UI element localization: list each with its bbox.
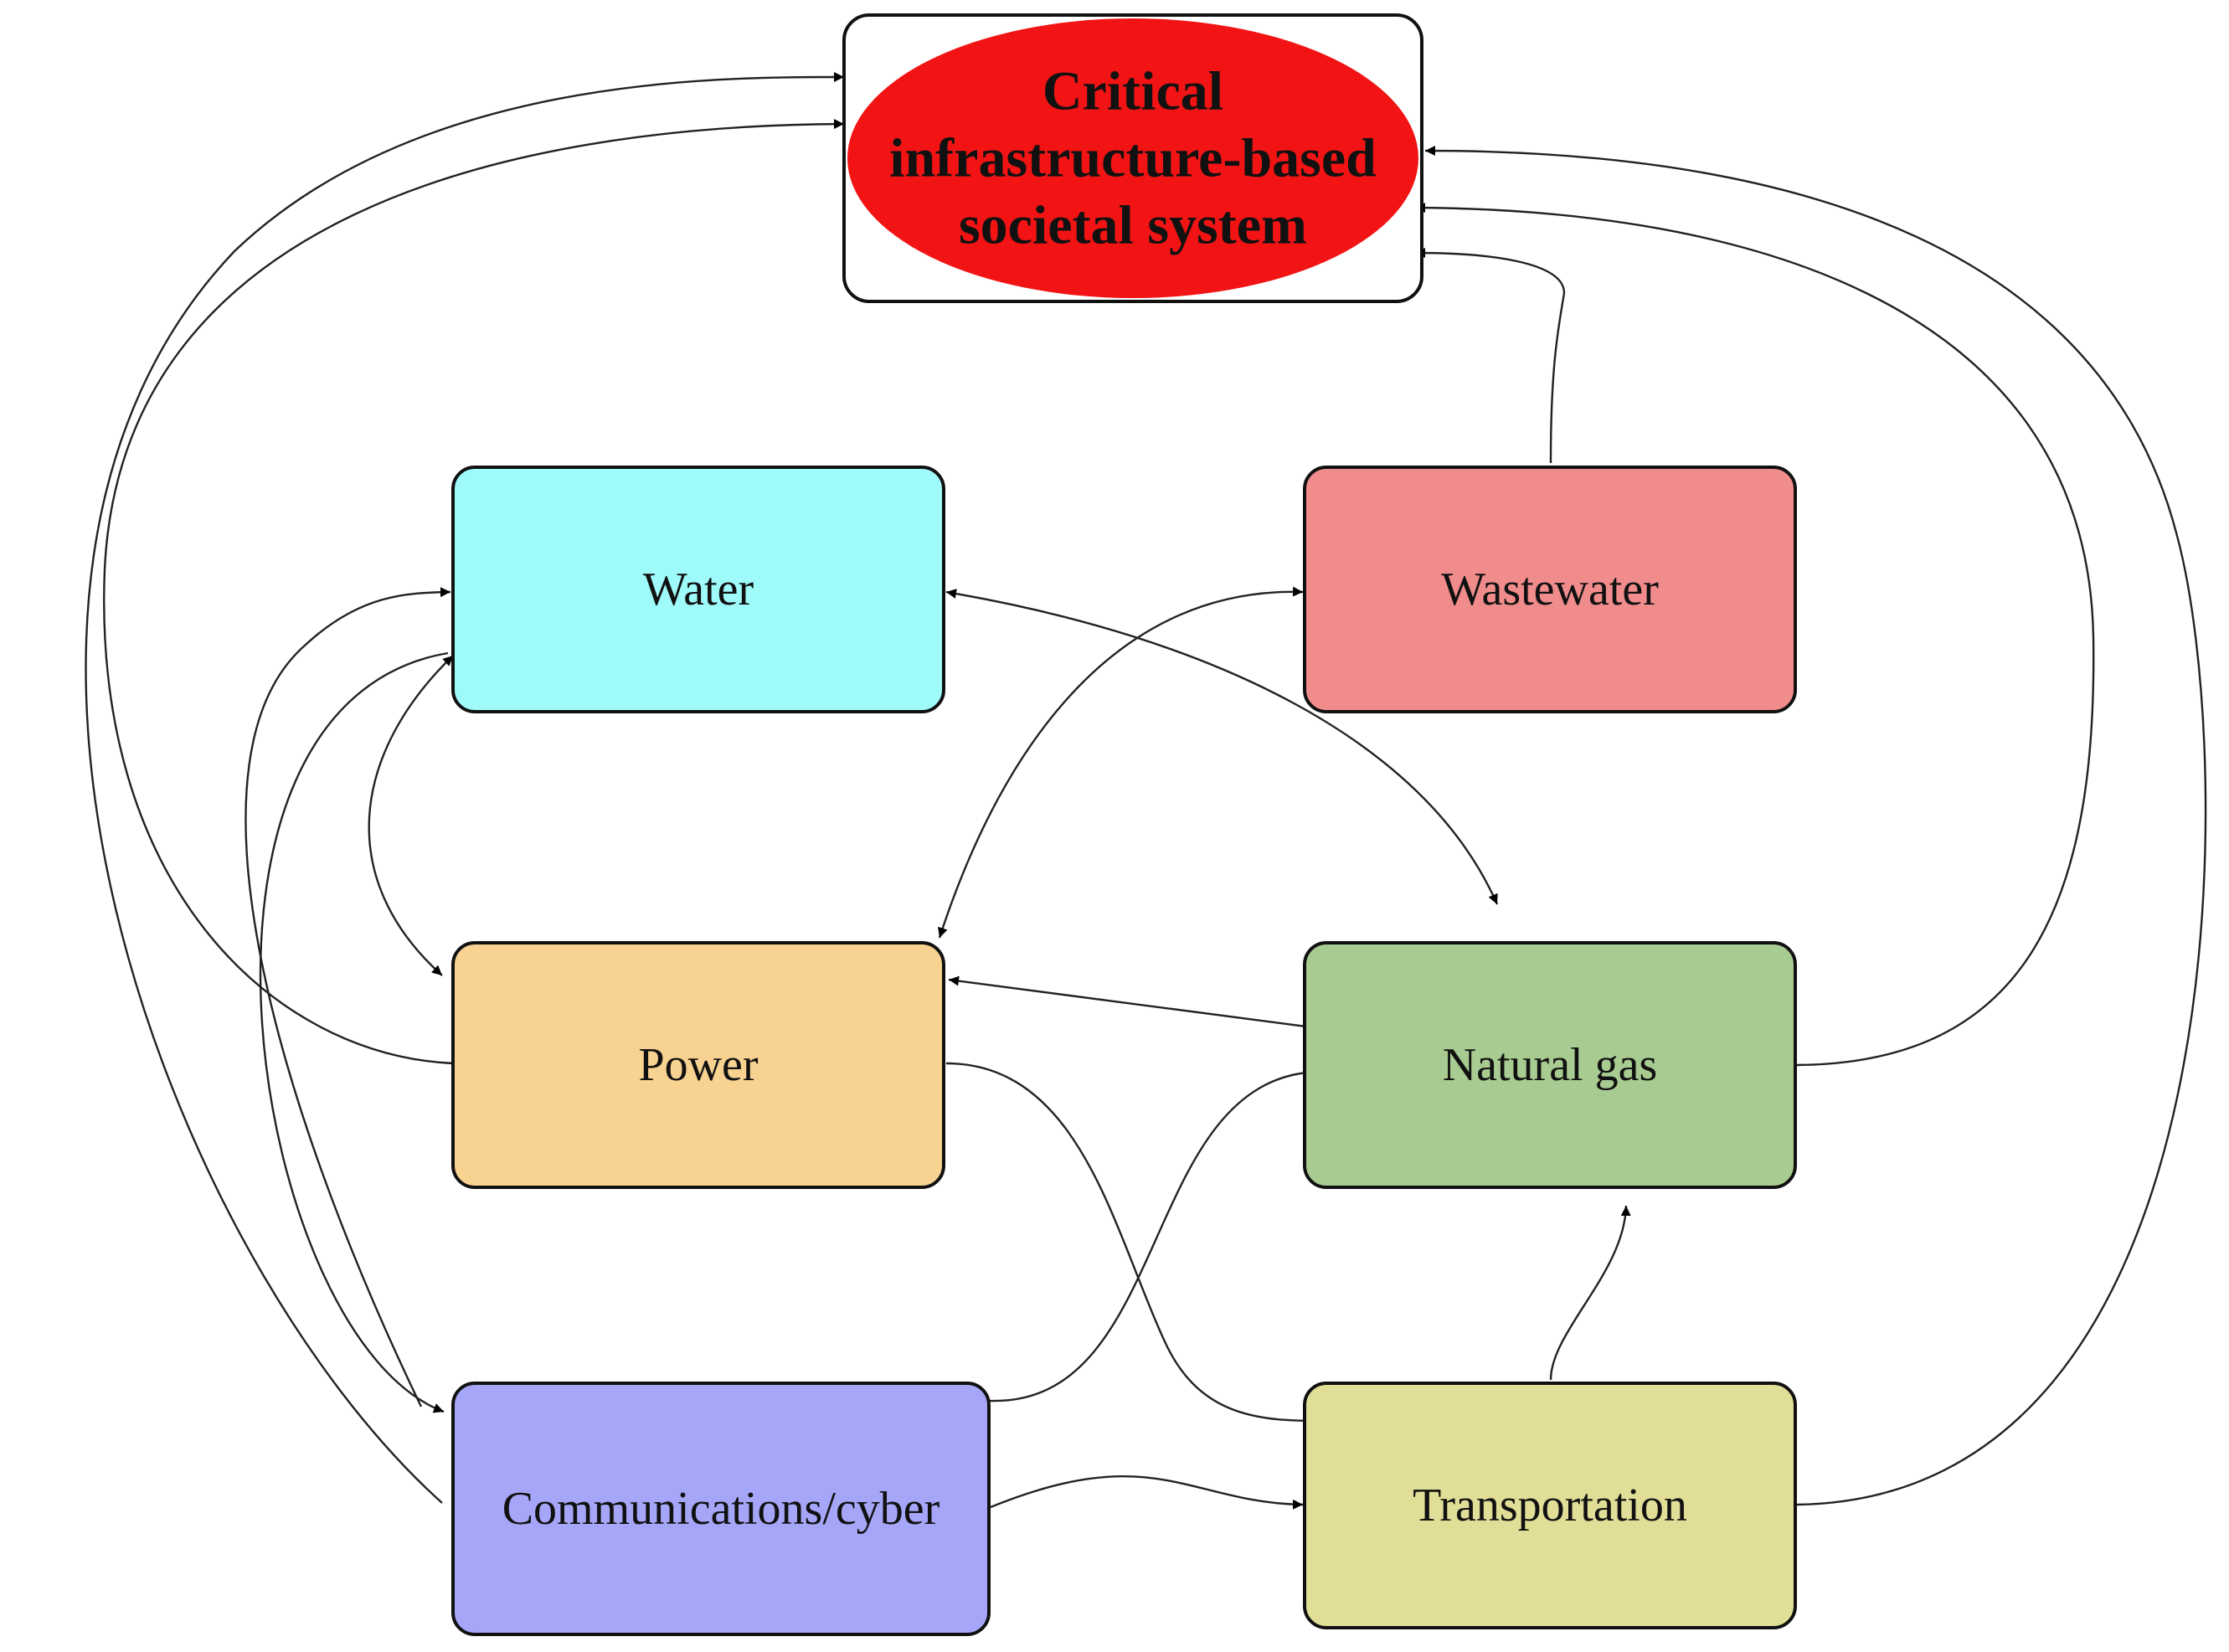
node-box-wastewater [1303, 466, 1797, 713]
edge-gas-to-society [1414, 203, 2095, 1067]
societal-system-label-line: societal system [959, 195, 1307, 256]
node-label-comms: Communications/cyber [502, 1483, 940, 1535]
node-label-gas: Natural gas [1443, 1039, 1658, 1091]
node-label-power: Power [638, 1039, 758, 1091]
node-power: Power [451, 941, 945, 1189]
node-wastewater: Wastewater [1303, 466, 1797, 713]
node-gas: Natural gas [1303, 941, 1797, 1189]
edge-comms-to-gas [989, 1067, 1317, 1402]
edge-power-to-transport [945, 1062, 1320, 1426]
node-box-water [451, 466, 945, 713]
edge-transport-to-gas [1549, 1205, 1631, 1381]
edge-water-power [368, 655, 454, 976]
edge-comms-to-transport [990, 1475, 1304, 1510]
node-label-wastewater: Wastewater [1441, 564, 1659, 615]
edges [85, 71, 2207, 1510]
node-transport: Transportation [1303, 1382, 1797, 1629]
node-label-water: Water [643, 564, 754, 615]
node-label-transport: Transportation [1413, 1480, 1687, 1531]
societal-system-ellipse [847, 18, 1418, 298]
edge-wastewater-power [938, 586, 1304, 939]
node-box-comms [451, 1382, 991, 1636]
societal-system-label-line: infrastructure-based [889, 128, 1377, 189]
node-box-gas [1303, 941, 1797, 1189]
societal-system-label-line: Critical [1042, 61, 1223, 122]
edge-comms-to-society [85, 71, 845, 1504]
node-comms: Communications/cyber [451, 1382, 991, 1636]
node-box-power [451, 941, 945, 1189]
edge-power-to-society [103, 119, 845, 1065]
edge-power-gas [948, 975, 1320, 1032]
edge-water-to-comms [259, 651, 449, 1413]
edge-comms-to-water [245, 587, 451, 1408]
node-water: Water [451, 466, 945, 713]
node-box-transport [1303, 1382, 1797, 1629]
edge-transport-to-society [1424, 146, 2207, 1506]
edge-wastewater-to-society [1414, 248, 1566, 464]
